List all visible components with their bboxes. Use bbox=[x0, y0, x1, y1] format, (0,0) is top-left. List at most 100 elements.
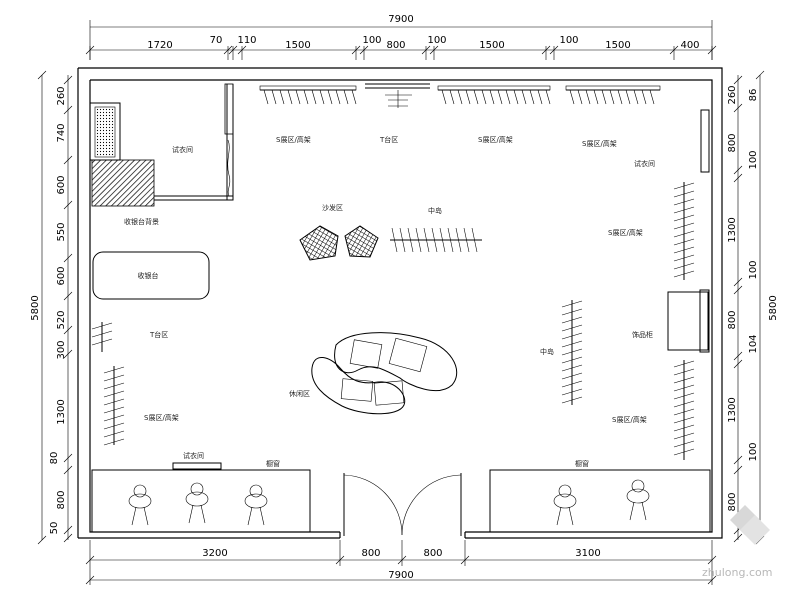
hanger bbox=[673, 238, 695, 246]
entrance-double-door bbox=[343, 473, 462, 536]
right-dimension-chain: 5800 260 86 800 100 1300 100 800 104 130… bbox=[727, 70, 779, 545]
hanger bbox=[497, 89, 503, 105]
hanger bbox=[673, 368, 695, 376]
hanger bbox=[513, 89, 519, 105]
hanger bbox=[91, 330, 113, 338]
hanger bbox=[465, 89, 471, 105]
hanger bbox=[271, 89, 277, 105]
hanger bbox=[673, 214, 695, 222]
rack-top-3 bbox=[565, 85, 661, 105]
dim-tick bbox=[63, 253, 73, 263]
dim-top-seg-9: 100 bbox=[559, 35, 578, 46]
hanger bbox=[439, 227, 446, 253]
rack-left-mid bbox=[91, 322, 113, 352]
dim-top-seg-2: 70 bbox=[210, 35, 223, 46]
dim-bottom-total: 7900 bbox=[388, 570, 413, 581]
hanger bbox=[673, 416, 695, 424]
dim-left-seg-1: 260 bbox=[56, 86, 67, 105]
hanger bbox=[335, 89, 341, 105]
hanger bbox=[303, 89, 309, 105]
hanger bbox=[617, 89, 623, 105]
hanger bbox=[673, 408, 695, 416]
dim-left-seg-11: 50 bbox=[49, 522, 60, 535]
dim-right-seg-6: 100 bbox=[748, 260, 759, 279]
dim-right-seg-11: 800 bbox=[727, 492, 738, 511]
dim-right-seg-10: 100 bbox=[748, 442, 759, 461]
hanger bbox=[545, 89, 551, 105]
mannequin-head bbox=[631, 479, 645, 493]
dim-top-seg-6: 800 bbox=[386, 40, 405, 51]
mannequin-shoulders bbox=[626, 488, 650, 504]
cashier-counter-label: 收银台 bbox=[138, 271, 159, 280]
mannequin-legs bbox=[629, 501, 647, 521]
dim-right-seg-8: 104 bbox=[748, 334, 759, 353]
dim-right-seg-4: 100 bbox=[748, 150, 759, 169]
hanger bbox=[585, 89, 591, 105]
storefront-window-left bbox=[91, 462, 311, 533]
dim-bottom-seg-2: 800 bbox=[361, 548, 380, 559]
dim-right-seg-9: 1300 bbox=[727, 397, 738, 422]
hanger bbox=[263, 89, 269, 105]
hanger bbox=[103, 390, 125, 398]
hanger bbox=[415, 227, 422, 253]
mannequin-shoulders bbox=[244, 493, 268, 509]
dim-top-seg-10: 1500 bbox=[605, 40, 630, 51]
dim-tick bbox=[733, 533, 743, 543]
hanger bbox=[463, 227, 470, 253]
dim-top-seg-8: 1500 bbox=[479, 40, 504, 51]
cashier-counter: 收银台 bbox=[92, 251, 210, 300]
mannequin-head bbox=[558, 484, 572, 498]
label-window-right: 橱窗 bbox=[575, 459, 589, 468]
hanger bbox=[103, 398, 125, 406]
hanger bbox=[673, 360, 695, 368]
dim-tick bbox=[63, 533, 73, 543]
dim-left-seg-2: 740 bbox=[56, 123, 67, 142]
area-labels: 试衣间 收银台背景 S展区/高架 T台区 S展区/高架 S展区/高架 试衣间 S… bbox=[124, 135, 655, 468]
hanger bbox=[561, 348, 583, 356]
hanger bbox=[673, 432, 695, 440]
label-right-wall: S展区/高架 bbox=[608, 228, 643, 237]
hanger bbox=[673, 448, 695, 456]
label-cashier-bg: 收银台背景 bbox=[124, 217, 159, 226]
dim-right-seg-5: 1300 bbox=[727, 217, 738, 242]
hanger bbox=[673, 392, 695, 400]
label-window-small: 试衣间 bbox=[183, 451, 204, 460]
dim-bottom-seg-1: 3200 bbox=[202, 548, 227, 559]
label-center-rack: 中岛 bbox=[428, 206, 442, 215]
label-sofa-area: 沙发区 bbox=[322, 203, 343, 212]
dim-right-seg-2: 86 bbox=[748, 89, 759, 102]
hanger bbox=[673, 262, 695, 270]
hanger bbox=[561, 396, 583, 404]
dim-right-seg-7: 800 bbox=[727, 310, 738, 329]
dim-tick bbox=[63, 291, 73, 301]
label-right-bottom: S展区/高架 bbox=[612, 415, 647, 424]
hanger bbox=[673, 222, 695, 230]
label-fitting-room: 试衣间 bbox=[172, 145, 193, 154]
center-sofa-pods bbox=[299, 225, 379, 261]
exterior-walls bbox=[77, 67, 723, 539]
rack-base bbox=[437, 85, 551, 91]
left-dimension-chain: 5800 260 740 600 550 600 520 300 1300 80… bbox=[30, 70, 73, 545]
hanger bbox=[561, 316, 583, 324]
hanger bbox=[601, 89, 607, 105]
watermark-text: zhulong.com bbox=[702, 566, 772, 579]
mannequin bbox=[626, 479, 650, 521]
dim-right-seg-3: 800 bbox=[727, 133, 738, 152]
dim-left-seg-4: 550 bbox=[56, 222, 67, 241]
hanger bbox=[447, 227, 454, 253]
hanger bbox=[449, 89, 455, 105]
hanger bbox=[673, 254, 695, 262]
top-dimension-chain: 7900 1720 70 110 1500 100 800 100 1500 1… bbox=[85, 14, 717, 60]
dim-bottom-seg-4: 3100 bbox=[575, 548, 600, 559]
hanger bbox=[673, 270, 695, 278]
dim-tick bbox=[63, 155, 73, 165]
hanger bbox=[561, 356, 583, 364]
hanger bbox=[673, 424, 695, 432]
mannequin-legs bbox=[556, 506, 574, 526]
dim-tick bbox=[733, 75, 743, 85]
hanger bbox=[103, 406, 125, 414]
dim-left-seg-9: 80 bbox=[49, 452, 60, 465]
dim-left-seg-8: 1300 bbox=[56, 399, 67, 424]
hanger bbox=[561, 332, 583, 340]
